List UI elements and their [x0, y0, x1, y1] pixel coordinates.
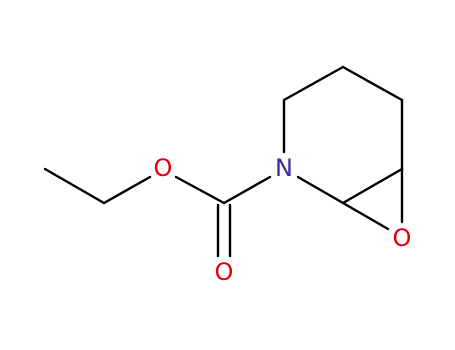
bond-c6-epoxide-o — [341, 201, 390, 231]
bond-ethyl-c1-c2 — [43, 167, 106, 205]
bond-carbonyl-c-n — [222, 175, 272, 205]
atom-epoxide-oxygen: O — [393, 224, 412, 252]
atom-carbonyl-oxygen: O — [215, 258, 234, 286]
bond-c2-c3 — [282, 65, 345, 102]
bond-c6-n — [296, 175, 345, 205]
atom-ring-nitrogen: N — [275, 154, 293, 182]
bond-ester-o-carbonyl-c — [174, 175, 226, 205]
bond-c3-c4 — [341, 65, 404, 102]
atom-ester-oxygen: O — [154, 154, 173, 182]
bond-ethyl-c2-o — [102, 175, 152, 205]
bond-c5-c6 — [341, 167, 404, 205]
